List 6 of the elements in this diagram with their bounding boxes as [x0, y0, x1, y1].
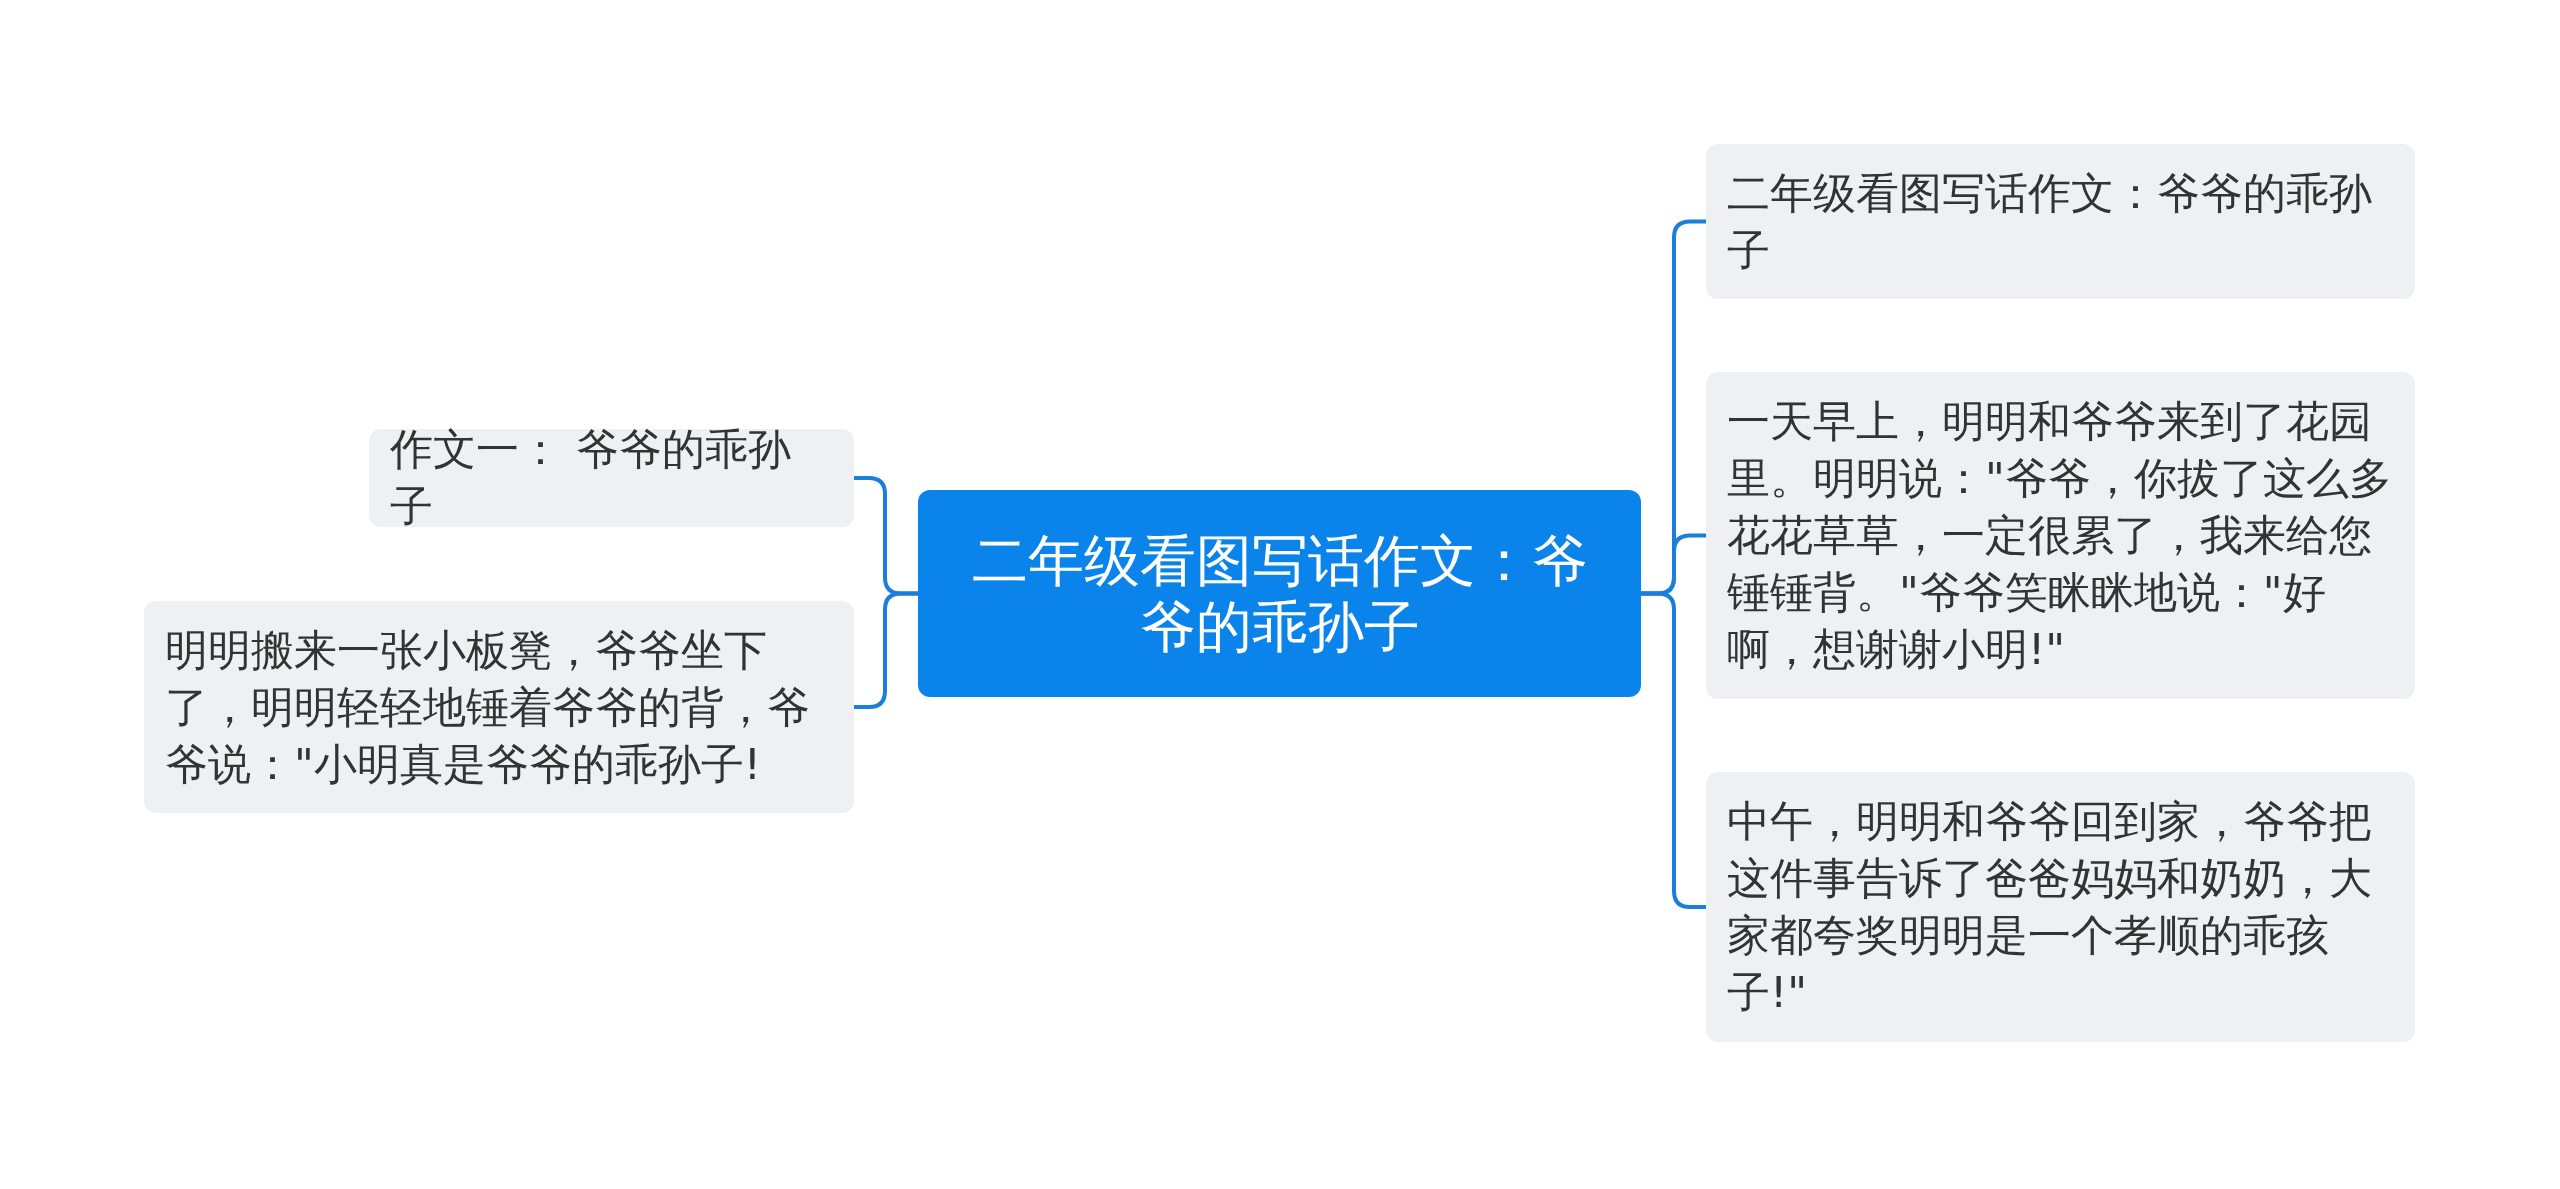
- topic-box: 作文一： 爷爷的乖孙子: [369, 429, 854, 527]
- topic-box: 中午，明明和爷爷回到家，爷爷把这件事告诉了爸爸妈妈和奶奶，大家都夸奖明明是一个孝顺的乖孩子!": [1706, 772, 2415, 1042]
- topic-box: 明明搬来一张小板凳，爷爷坐下了，明明轻轻地锤着爷爷的背，爷爷说："小明真是爷爷的乖孙子!: [144, 601, 854, 813]
- central-topic-box: 二年级看图写话作文：爷爷的乖孙子: [918, 490, 1641, 697]
- topic-box: 一天早上，明明和爷爷来到了花园里。明明说："爷爷，你拔了这么多花花草草，一定很累了，我来给您锤锤背。"爷爷笑眯眯地说："好啊，想谢谢小明!": [1706, 372, 2415, 699]
- topic-box: 二年级看图写话作文：爷爷的乖孙子: [1706, 144, 2415, 299]
